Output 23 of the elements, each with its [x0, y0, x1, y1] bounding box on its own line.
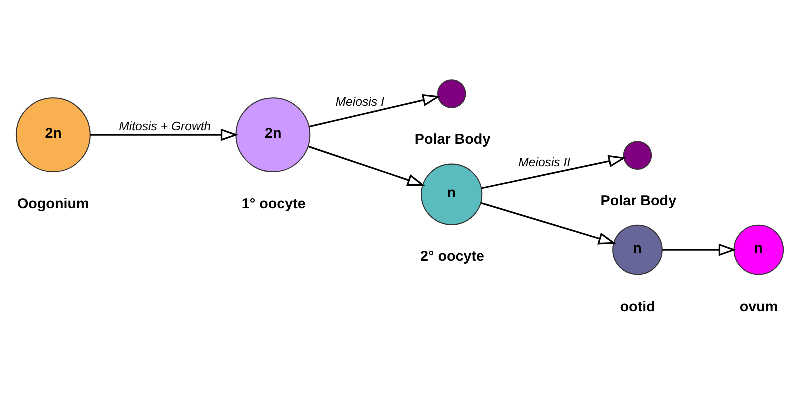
node-circle: 2n — [16, 98, 91, 173]
arrow — [481, 155, 626, 190]
arrow — [308, 146, 426, 186]
edge-label: Meiosis II — [518, 155, 571, 170]
node-circle — [437, 80, 466, 108]
node-label: Oogonium — [17, 196, 90, 213]
node-label: 1° oocyte — [242, 196, 306, 213]
edge-label: Mitosis + Growth — [119, 120, 212, 134]
node-circle: 2n — [236, 98, 311, 173]
node-label: 2° oocyte — [420, 249, 485, 266]
node-circle: n — [421, 164, 483, 226]
arrow — [662, 244, 737, 256]
arrow — [480, 202, 616, 245]
node-circle: n — [612, 224, 663, 276]
arrow — [309, 94, 441, 128]
node-label: ootid — [620, 299, 656, 316]
node-circle: n — [734, 224, 784, 276]
node-label: Polar Body — [414, 132, 491, 148]
node-label: Polar Body — [600, 194, 677, 210]
node-circle — [623, 141, 652, 170]
arrow — [90, 128, 239, 142]
edge-label: Meiosis I — [336, 94, 384, 109]
node-label: ovum — [740, 299, 778, 316]
